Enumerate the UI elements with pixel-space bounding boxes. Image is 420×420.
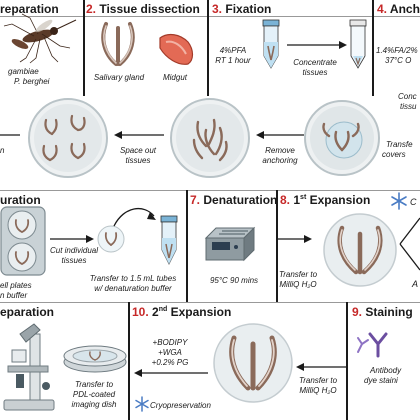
divider-7-8 [276,190,278,302]
imaging-dish-icon [63,345,127,373]
transfer-coverslip-label-2: covers [382,150,406,159]
left-edge-label: n [0,146,5,155]
microscope-icon [3,323,55,411]
mosquito-label-2: P. berghei [14,77,50,86]
step-9-header: 9. Staining [352,305,413,319]
row3-top-border [0,190,420,191]
mosquito-icon [3,13,77,64]
well-plates-label-2: n buffer [0,291,28,300]
step-3-header: 3. Fixation [212,2,272,16]
fixation-condition-2: RT 1 hour [215,56,251,65]
midgut-label: Midgut [162,73,187,82]
antibody-label-1: Antibody [370,366,402,375]
milliq-label-2: MilliQ H₂O [279,280,317,289]
midgut-icon [159,33,194,65]
anchoring-condition-2: 37°C O [385,56,412,65]
salivary-gland-icon [101,22,135,66]
step-4-header: 4. Anch [377,2,420,16]
pdl-label-3: imaging dish [71,400,117,409]
a-right-label: A [412,279,419,289]
step-6-header: uration [0,193,41,207]
transfer-tubes-label-2: w/ denaturation buffer [94,284,172,293]
arrow-to-milliq [278,235,312,243]
arrow-to-dish [134,369,208,377]
denaturation-condition: 95°C 90 mins [209,276,259,285]
fixation-condition-1: 4%PFA [219,46,247,55]
row1-top-border [0,16,420,17]
heat-block-icon [204,226,256,262]
concentrate-right-label: Conc [398,92,417,101]
salivary-gland-label: Salivary gland [93,73,145,82]
branch-lines [399,217,420,271]
divider-11-10 [128,302,130,420]
cryo-snowflake-icon [135,396,149,412]
arrow-space-out [114,131,164,139]
cut-tissues-label-1: Cut individual [49,246,99,255]
anchored-tissues-dish [304,100,380,176]
milliq-2-label-2: MilliQ H₂O [299,386,337,395]
c-right-label: C [410,197,417,207]
cut-tissue-droplet [97,225,125,253]
well-plates-label-1: ell plates [0,281,32,290]
fixation-arrow [287,41,347,49]
step-11-header: eparation [0,305,55,319]
pdl-label-1: Transfer to [74,380,114,389]
step-8-header: 8. 1st Expansion [280,193,371,207]
divider-1-2 [83,0,85,96]
antibody-icon [357,332,388,358]
tissues-right-label: tissu [400,102,417,111]
cut-tissues-label-2: tissues [61,256,87,265]
step-2-header: 2. Tissue dissection [86,2,200,16]
concentrate-label-1: Concentrate [293,58,337,67]
milliq-label-1: Transfer to [278,270,318,279]
divider-10-9 [346,302,348,420]
divider-3-4 [372,0,374,96]
cryopreservation-label: Cryopreservation [150,401,211,410]
arrow-cut-tissues [50,235,94,243]
spaced-tissues-dish [28,98,108,178]
snowflake-icon [391,192,407,210]
reagent-wga: +WGA [158,348,182,357]
concentrated-tube-icon [349,19,367,69]
denaturation-tube-icon [160,215,178,265]
well-plate-icon [0,206,46,276]
space-out-label-2: tissues [125,156,151,165]
divider-6-7 [186,190,188,302]
row4-top-border [0,302,420,303]
reagent-pg: +0.2% PG [151,358,189,367]
concentrate-label-2: tissues [302,68,328,77]
step-7-header: 7. Denaturation [190,193,278,207]
remove-anchoring-label-1: Remove [265,146,295,155]
step-10-header: 10. 2nd Expansion [132,305,232,319]
mosquito-label-1: gambiae [8,67,39,76]
arrow-left-edge [0,134,20,136]
arrow-milliq-2 [296,363,346,371]
clustered-tissues-dish [170,98,250,178]
arrow-remove-anchoring [256,131,304,139]
space-out-label-1: Space out [119,146,157,155]
divider-2-3 [207,0,209,96]
antibody-label-2: dye staini [364,376,398,385]
curved-arrow-to-tube [113,207,156,227]
anchoring-condition-1: 1.4%FA/2% [376,46,418,55]
fixation-tube-icon [262,19,280,69]
transfer-tubes-label-1: Transfer to 1.5 mL tubes [89,274,177,283]
reagent-bodipy: +BODIPY [152,338,188,347]
transfer-coverslip-label-1: Transfe [386,140,413,149]
step-1-header: reparation [0,2,59,16]
remove-anchoring-label-2: anchoring [262,156,298,165]
expanded-gland-1 [323,213,397,287]
milliq-2-label-1: Transfer to [298,376,338,385]
expanded-gland-2 [213,323,293,403]
pdl-label-2: PDL-coated [72,390,116,399]
